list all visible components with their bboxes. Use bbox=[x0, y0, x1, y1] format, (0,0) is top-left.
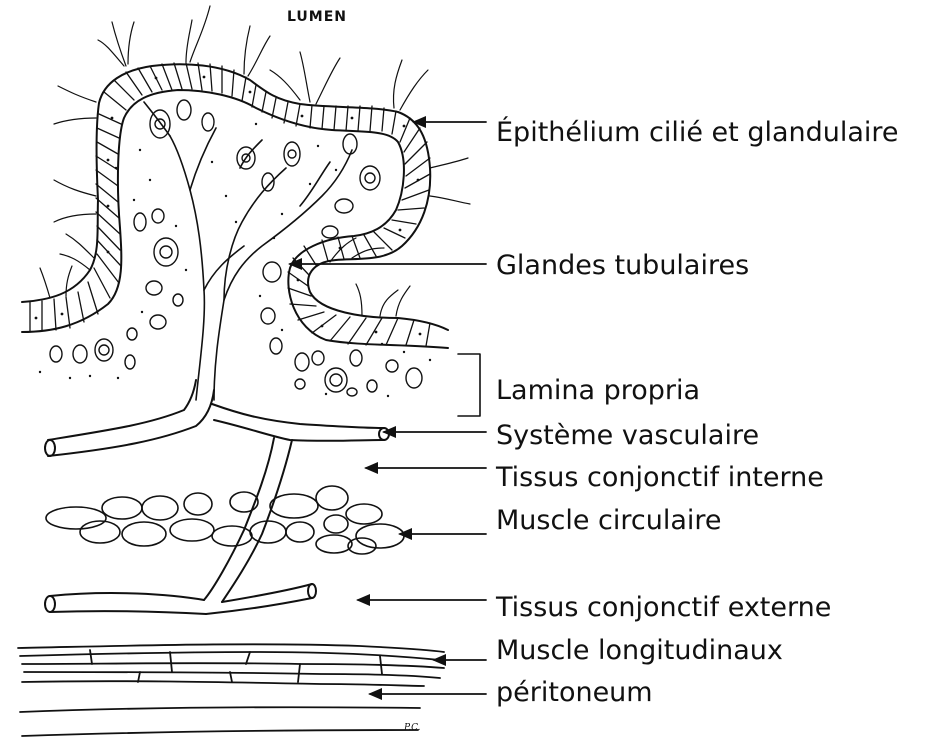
label-epithelium: Épithélium cilié et glandulaire bbox=[496, 119, 899, 146]
epithelium-outer-edge bbox=[22, 64, 448, 330]
label-peritoneum: péritoneum bbox=[496, 679, 653, 706]
label-tubular-glands: Glandes tubulaires bbox=[496, 252, 749, 279]
label-lamina-propria: Lamina propria bbox=[496, 377, 700, 404]
label-inner-connective: Tissus conjonctif interne bbox=[496, 464, 824, 491]
epithelium-cells bbox=[30, 63, 430, 346]
lumen-label: LUMEN bbox=[287, 9, 347, 25]
stromal-cells bbox=[50, 100, 422, 396]
label-circular-muscle: Muscle circulaire bbox=[496, 507, 722, 534]
artist-signature: P.C. bbox=[404, 723, 421, 733]
label-longitudinal-muscle: Muscle longitudinaux bbox=[496, 637, 783, 664]
epithelium-inner-edge bbox=[22, 90, 448, 348]
lamina-bracket bbox=[458, 354, 480, 416]
vascular-system bbox=[45, 380, 389, 614]
label-vascular-system: Système vasculaire bbox=[496, 422, 759, 449]
label-outer-connective: Tissus conjonctif externe bbox=[496, 594, 831, 621]
arrowheads bbox=[288, 116, 446, 700]
leader-lines bbox=[290, 122, 486, 694]
circular-muscle bbox=[46, 486, 404, 554]
